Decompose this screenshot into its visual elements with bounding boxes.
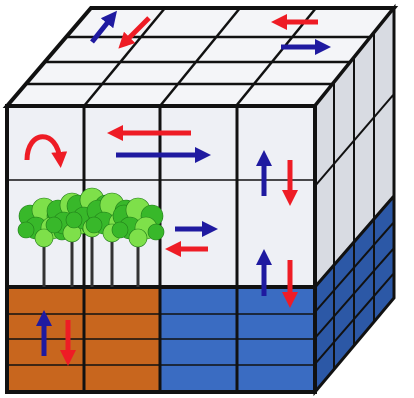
cube-front-face: [7, 106, 315, 392]
